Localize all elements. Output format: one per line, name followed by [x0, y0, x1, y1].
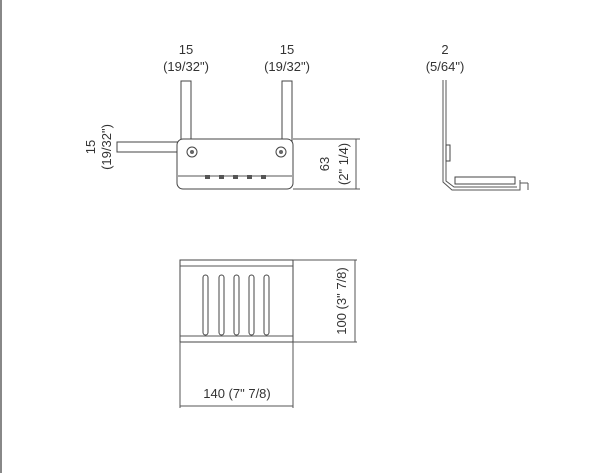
thickness-mm-label: 2 [441, 42, 448, 57]
drain-notch [261, 175, 266, 179]
drain-slot [248, 274, 255, 336]
front-view: 15 (19/32") 15 (19/32") 15 (19/32") 63 (… [83, 42, 360, 190]
side-bar-mm-label: 15 [83, 140, 98, 154]
height-mm-label: 63 [317, 157, 332, 171]
side-bar-inch-label: (19/32") [99, 124, 114, 170]
drain-slot [218, 274, 225, 336]
height-inch-label: (2" 1/4) [336, 143, 351, 185]
right-bar-mm-label: 15 [280, 42, 294, 57]
drain-notch [219, 175, 224, 179]
left-bar-mm-label: 15 [179, 42, 193, 57]
left-bar-inch-label: (19/32") [163, 59, 209, 74]
side-profile-outer [442, 80, 521, 191]
thickness-inch-label: (5/64") [426, 59, 465, 74]
drain-notch [247, 175, 252, 179]
width-label: 140 (7" 7/8) [203, 386, 271, 401]
drain-slot [263, 274, 270, 336]
depth-label: 100 (3" 7/8) [334, 267, 349, 335]
right-bar-inch-label: (19/32") [264, 59, 310, 74]
side-bracket [445, 144, 451, 162]
front-plate [176, 138, 294, 190]
side-shelf [454, 176, 516, 185]
top-view: 100 (3" 7/8) 140 (7" 7/8) [179, 259, 357, 408]
drain-notch [205, 175, 210, 179]
drain-slot [233, 274, 240, 336]
left-screw-center [190, 150, 194, 154]
side-profile-inner [445, 80, 517, 188]
right-vertical-bar [281, 80, 293, 142]
left-vertical-bar [180, 80, 192, 142]
drain-slot [202, 274, 209, 336]
right-screw-center [279, 150, 283, 154]
horizontal-side-bar [116, 141, 180, 153]
side-view: 2 (5/64") [426, 42, 529, 191]
drain-notch [233, 175, 238, 179]
